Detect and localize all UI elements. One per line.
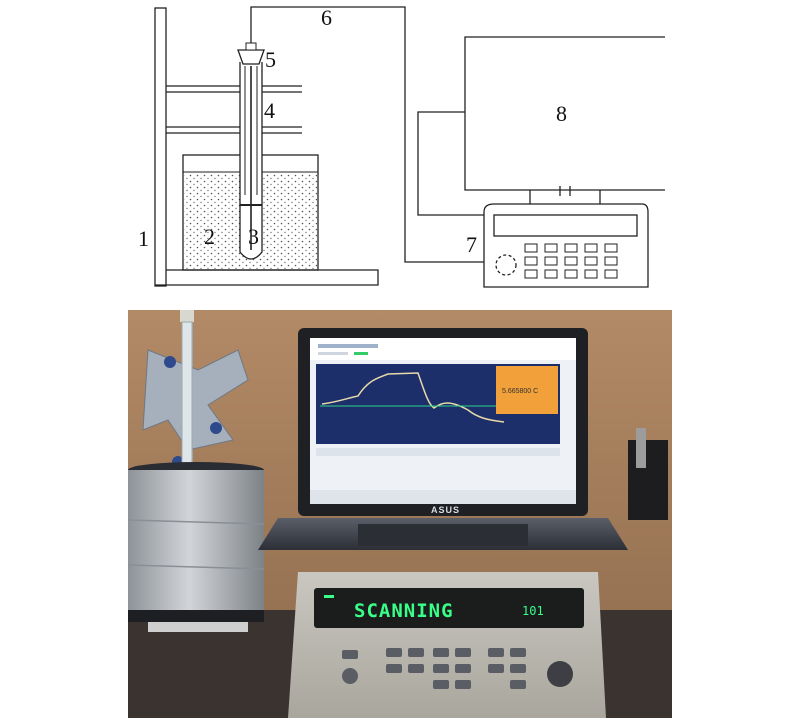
label-5: 5 <box>265 47 276 72</box>
label-8: 8 <box>556 101 567 126</box>
multimeter-display <box>314 588 584 628</box>
label-7: 7 <box>466 232 477 257</box>
apparatus-schematic: 1 2 3 4 5 6 7 8 <box>138 5 665 288</box>
multimeter-buttons <box>342 648 573 689</box>
laptop: 5.665800 C ASUS <box>258 328 628 550</box>
label-3: 3 <box>248 224 259 249</box>
cable-computer <box>417 111 484 216</box>
screen-value-panel <box>496 366 558 414</box>
multimeter-schematic <box>483 203 649 288</box>
laptop-brand: ASUS <box>431 505 460 515</box>
stopper <box>237 42 265 65</box>
multimeter-channel: 101 <box>522 604 544 618</box>
cable-6 <box>250 6 484 263</box>
label-6: 6 <box>321 5 332 30</box>
stand <box>154 7 379 287</box>
screen-value: 5.665800 C <box>502 388 538 395</box>
apparatus-photo: 5.665800 C ASUS SCANNING 101 <box>128 310 672 718</box>
label-1: 1 <box>138 226 149 251</box>
multimeter: SCANNING 101 <box>288 572 606 718</box>
multimeter-display-text: SCANNING <box>354 600 454 622</box>
label-4: 4 <box>264 98 275 123</box>
insulated-vessel <box>128 462 265 632</box>
computer-monitor <box>464 36 665 204</box>
probe-tube <box>239 62 263 260</box>
side-clip <box>628 428 668 520</box>
screen-plot-curve <box>321 372 505 423</box>
label-2: 2 <box>204 224 215 249</box>
probe-tube-photo <box>180 310 194 483</box>
